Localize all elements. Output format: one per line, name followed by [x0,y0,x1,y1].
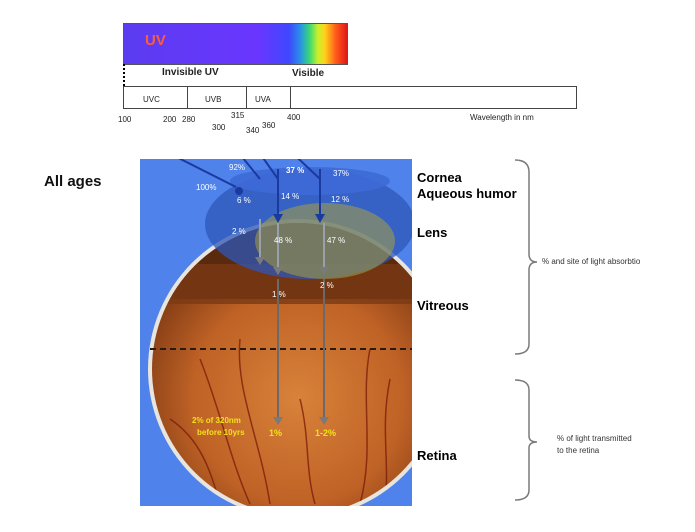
tick-200: 200 [163,115,177,124]
band-uvc: UVC [143,95,160,104]
band-bar [123,86,577,109]
label-retina: Retina [417,448,457,463]
transmission-arrows [259,219,325,271]
wavelength-axis-label: Wavelength in nm [470,113,534,122]
all-ages-label: All ages [44,173,102,190]
label-aqueous-humor: Aqueous humor [417,186,517,201]
arrow-heads-gray [255,257,329,425]
pct-12: 12 % [331,195,350,204]
transmission-bracket [514,379,538,501]
tick-280: 280 [182,115,196,124]
tick-300: 300 [212,123,226,132]
note-before-10yrs: before 10yrs [197,428,245,437]
pct-1: 1 % [272,290,286,299]
eye-illustration [148,159,412,506]
retina-pct-1: 1% [269,428,283,438]
band-uva: UVA [255,95,271,104]
retina-arrows [277,279,325,421]
pct-2b: 2 % [320,281,334,290]
transmitted-note-line2: to the retina [557,446,600,455]
pct-47: 47 % [327,236,346,245]
band-divider-2 [246,86,247,108]
label-vitreous: Vitreous [417,298,469,313]
note-320nm: 2% of 320nm [192,416,241,425]
pct-100: 100% [196,183,217,192]
tick-400: 400 [287,113,301,122]
pct-6: 6 % [237,196,251,205]
invisible-uv-label: Invisible UV [162,67,219,78]
visible-label: Visible [292,68,325,79]
uv-label: UV [145,32,166,49]
brackets [514,159,538,501]
spectrum-bar [123,23,348,65]
tick-100: 100 [118,115,132,124]
pct-37a: 37 % [286,166,305,175]
incoming-arrows [178,159,321,188]
retina-pct-1-2: 1-2% [315,428,337,438]
pct-14: 14 % [281,192,300,201]
transmitted-note-line1: % of light transmitted [557,434,632,443]
absorption-dot [235,187,243,195]
label-lens: Lens [417,225,448,240]
arrow-heads-blue [273,214,325,223]
tick-315: 315 [231,111,245,120]
tick-360: 360 [262,121,276,130]
band-divider-3 [290,86,291,108]
absorption-arrows [277,169,321,219]
pct-37b: 37% [333,169,350,178]
pct-48: 48 % [274,236,293,245]
label-cornea: Cornea [417,170,462,185]
tick-340: 340 [246,126,260,135]
dotted-separator [123,64,125,86]
pct-2a: 2 % [232,227,246,236]
pct-92: 92% [229,163,246,172]
band-divider-1 [187,86,188,108]
absorption-bracket [514,159,538,355]
absorption-note: % and site of light absorbtio [542,257,641,266]
band-uvb: UVB [205,95,222,104]
cornea-cap [230,167,390,195]
